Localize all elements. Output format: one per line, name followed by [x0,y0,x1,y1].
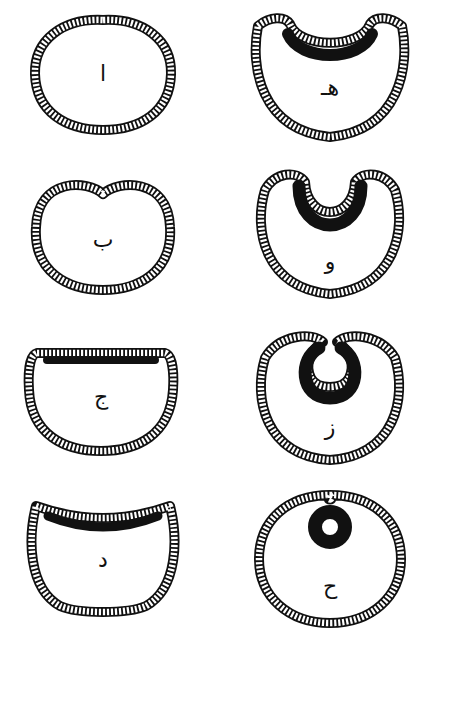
ectoderm-outer [261,174,399,294]
neural-plate [48,516,158,527]
ectoderm-cells [259,495,401,623]
section-letter: ز [255,413,405,443]
section-letter: هـ [250,73,410,103]
neural-plate [288,34,372,55]
section-letter: و [255,247,405,277]
neural-plate [299,186,361,225]
neural-plate [305,348,355,398]
section-outline [255,322,405,464]
neural-plate [47,356,155,364]
embryo-section: ب [28,172,178,297]
section-letter: ب [28,225,178,255]
section-letter: د [28,545,178,575]
section-outline [255,485,405,630]
neural-tube [315,512,345,542]
embryo-section: ج [25,335,177,457]
section-outline [255,160,405,300]
embryo-section: ح [255,485,405,630]
ectoderm-outer [261,336,399,460]
ectoderm-cells [261,174,399,294]
section-letter: ا [28,59,178,89]
ectoderm-outer [259,495,401,623]
embryo-section: هـ [250,4,410,144]
section-outline [250,4,410,144]
embryo-section: ا [28,12,178,137]
embryo-section: ز [255,322,405,464]
section-letter: ح [255,572,405,602]
embryo-section: د [28,488,178,618]
neural-canal [324,521,336,533]
embryo-section: و [255,160,405,300]
ectoderm-cells [261,336,399,460]
section-letter: ج [25,382,177,412]
